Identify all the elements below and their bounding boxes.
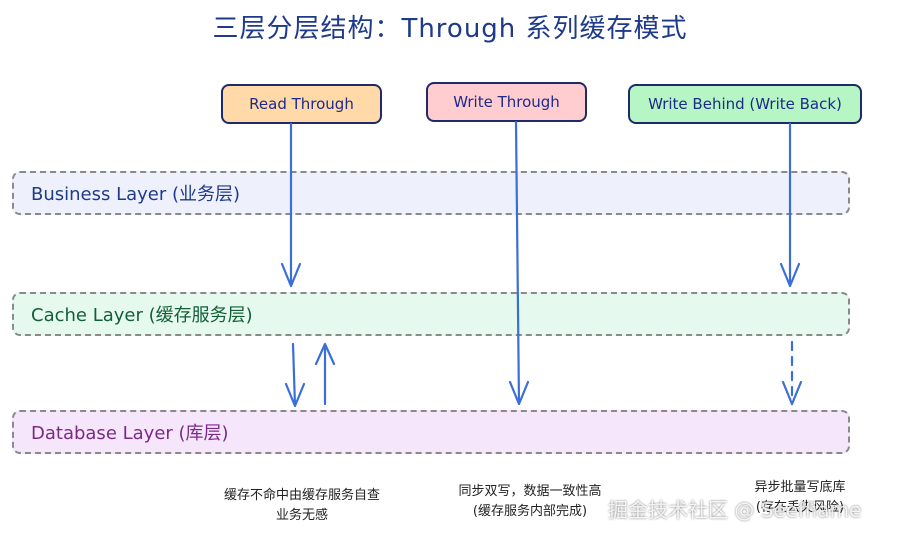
write-through-box: Write Through bbox=[426, 82, 587, 122]
write-through-note-line-1: 同步双写，数据一致性高 bbox=[458, 484, 602, 499]
database-layer-label: Database Layer (库层) bbox=[31, 423, 229, 444]
diagram-title: 三层分层结构：Through 系列缓存模式 bbox=[212, 14, 688, 44]
business-layer: Business Layer (业务层) bbox=[12, 171, 850, 215]
read-through-note-line-2: 业务无感 bbox=[275, 508, 328, 523]
cache-layer-label: Cache Layer (缓存服务层) bbox=[31, 305, 253, 326]
read-through-note: 缓存不命中由缓存服务自查 业务无感 bbox=[186, 486, 418, 526]
business-layer-label: Business Layer (业务层) bbox=[31, 184, 241, 205]
write-behind-note-line-1: 异步批量写底库 bbox=[754, 480, 846, 495]
read-through-fetch-arrow bbox=[284, 342, 306, 408]
read-through-request-arrow bbox=[280, 122, 302, 288]
write-through-arrow bbox=[508, 120, 530, 406]
write-behind-note: 异步批量写底库 (存在丢失风险) bbox=[715, 478, 885, 518]
database-layer: Database Layer (库层) bbox=[12, 410, 850, 454]
write-behind-arrow bbox=[779, 122, 801, 288]
write-through-note: 同步双写，数据一致性高 (缓存服务内部完成) bbox=[430, 482, 630, 522]
watermark: 掘金技术社区 @ Seeffiame bbox=[608, 498, 862, 522]
cache-layer: Cache Layer (缓存服务层) bbox=[12, 292, 850, 336]
write-through-note-line-2: (缓存服务内部完成) bbox=[472, 504, 588, 519]
read-through-return-arrow bbox=[314, 342, 336, 406]
write-behind-async-arrowhead bbox=[781, 380, 803, 406]
write-behind-box: Write Behind (Write Back) bbox=[628, 84, 862, 124]
read-through-box: Read Through bbox=[221, 84, 382, 124]
write-behind-note-line-2: (存在丢失风险) bbox=[755, 500, 845, 515]
read-through-note-line-1: 缓存不命中由缓存服务自查 bbox=[223, 488, 380, 503]
